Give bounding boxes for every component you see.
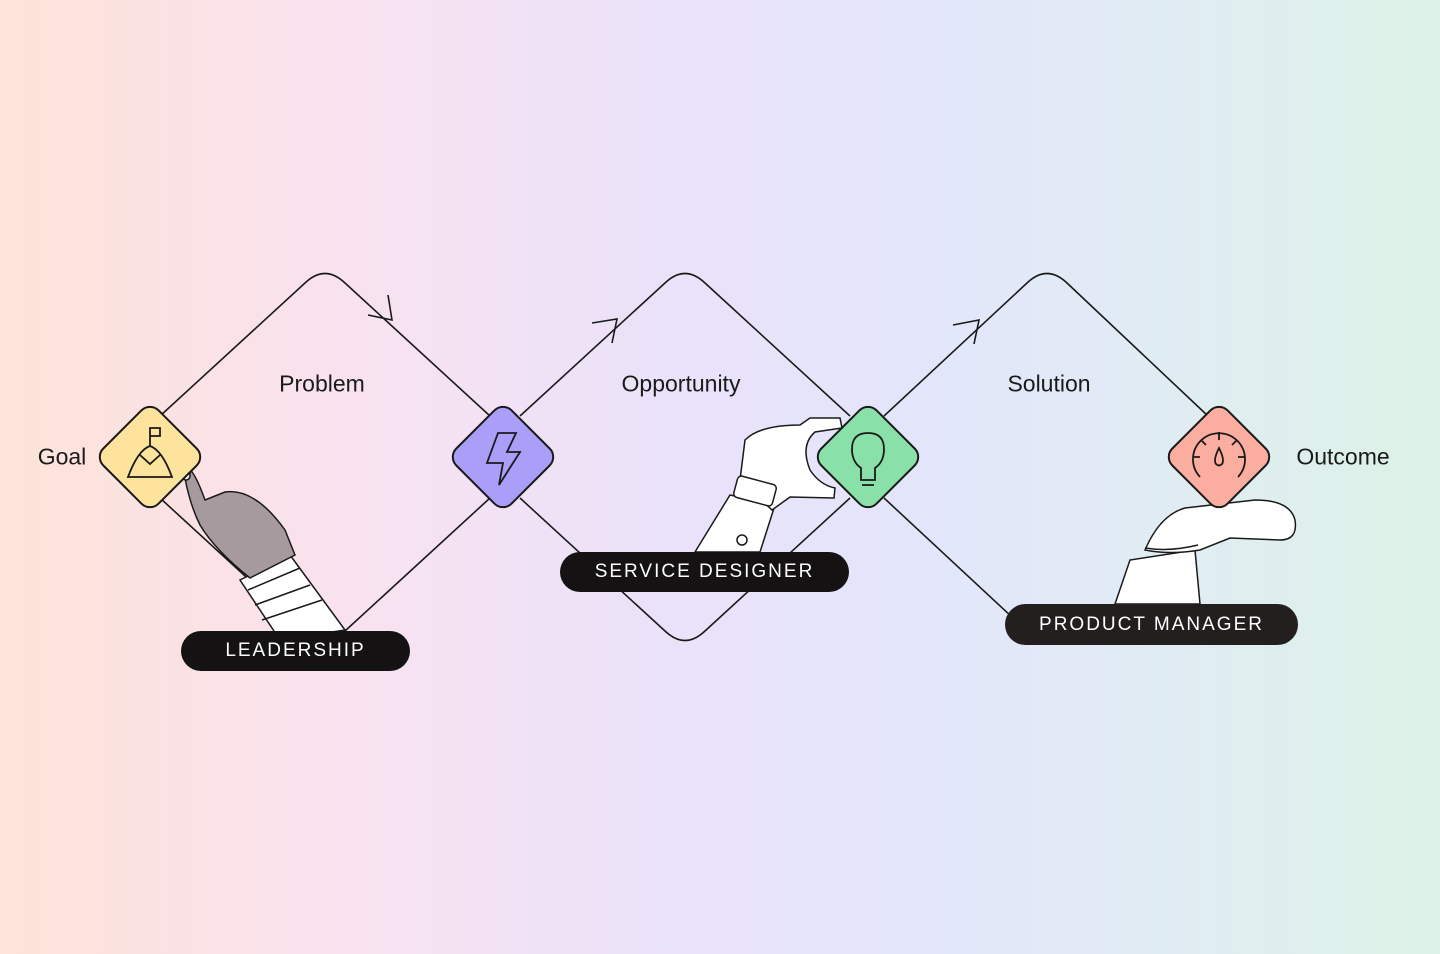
goal-diamond [98, 405, 202, 509]
loop-problem-top [159, 272, 491, 417]
stage-label-goal: Goal [37, 443, 87, 470]
opportunity-diamond [816, 405, 920, 509]
loop-opportunity-top [519, 272, 851, 417]
flag-mountain-icon [126, 427, 174, 478]
product-manager-hand-illustration [1113, 499, 1297, 605]
loop-opportunity-bottom [519, 497, 851, 642]
gauge-icon [1192, 432, 1246, 478]
lightbulb-icon [851, 432, 885, 486]
arrow-icon [952, 318, 981, 345]
lightning-icon [485, 432, 522, 486]
loop-solution-top [883, 272, 1209, 417]
role-pill-product-manager: PRODUCT MANAGER [1005, 604, 1298, 645]
service-designer-hand-illustration [693, 417, 843, 553]
stage-label-outcome: Outcome [1296, 443, 1390, 470]
role-pill-leadership: LEADERSHIP [181, 631, 410, 671]
arrow-icon [591, 318, 619, 344]
leadership-hand-illustration [181, 465, 347, 641]
role-pill-service-designer: SERVICE DESIGNER [560, 552, 849, 592]
problem-diamond [451, 405, 555, 509]
stage-label-opportunity: Opportunity [621, 370, 741, 397]
stage-label-problem: Problem [279, 370, 365, 397]
arrow-icon [367, 294, 393, 322]
outcome-diamond [1167, 405, 1271, 509]
stage-label-solution: Solution [1007, 370, 1091, 397]
